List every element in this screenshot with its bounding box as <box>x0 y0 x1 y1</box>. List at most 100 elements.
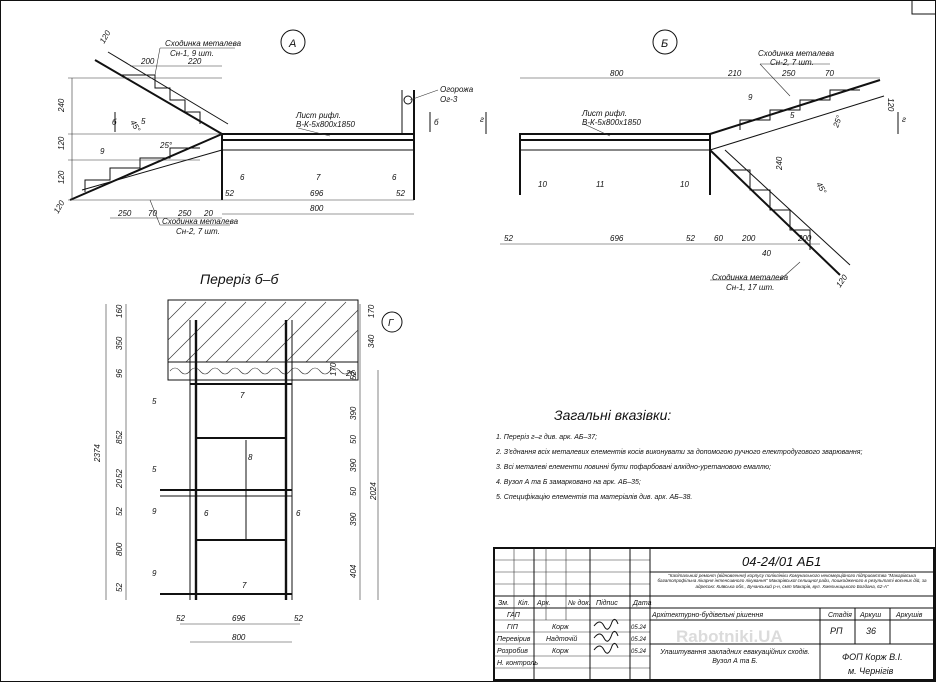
view-b-dim-10a: 10 <box>538 180 547 189</box>
view-b: Б 800 210 250 70 120 10 11 10 52 696 52 … <box>480 29 906 292</box>
view-a-dim-250a: 250 <box>117 209 132 218</box>
view-b-angle-45: 45° <box>814 181 828 197</box>
note-1: 1. Переріз г–г див. арк. АБ–37; <box>496 433 597 441</box>
section-mark-6a: 6 <box>204 509 209 518</box>
view-a-dim-120a: 120 <box>57 136 66 150</box>
tb-col-kil: Кіл. <box>518 599 530 607</box>
view-b-dim-52b: 52 <box>686 234 695 243</box>
view-b-label-sheet: Лист рифл. <box>581 109 627 118</box>
section-dim-b52b: 52 <box>294 614 303 623</box>
view-a-dim-20: 20 <box>203 209 213 218</box>
section-view: Переріз б–б Г 2374 160 <box>93 271 403 643</box>
view-a-label-stringer-top-sub: Сн-1, 9 шт. <box>170 49 214 58</box>
view-a-upper-steps <box>120 74 201 124</box>
tb-signature-1 <box>593 618 619 630</box>
notes-title: Загальні вказівки: <box>554 407 671 423</box>
tb-col-doc: № док. <box>568 599 591 607</box>
tb-col-sign: Підпис <box>596 599 618 607</box>
view-b-dim-52: 52 <box>504 234 513 243</box>
tb-name-2: Надточій <box>546 635 577 643</box>
section-mark-5b: 5 <box>152 465 157 474</box>
view-b-circle-label: Б <box>661 38 668 50</box>
view-a-dim-240: 240 <box>57 98 66 113</box>
section-dim-52b: 52 <box>115 507 124 516</box>
tb-code: 04-24/01 АБ1 <box>742 554 821 569</box>
section-slab-hatch <box>167 299 359 381</box>
section-dim-52a: 52 <box>115 469 124 478</box>
section-dim-r390c: 390 <box>349 512 358 526</box>
view-a-mark-9: 9 <box>100 147 105 156</box>
section-mark-5a: 5 <box>152 397 157 406</box>
section-dim-r50a: 50 <box>349 435 358 444</box>
tb-signature-3 <box>593 642 619 654</box>
view-a-label-stringer-bot: Сходинка металева <box>162 217 239 226</box>
view-b-mark-9: 9 <box>748 93 753 102</box>
view-b-dim-210: 210 <box>727 69 742 78</box>
view-b-dim-70: 70 <box>825 69 834 78</box>
view-b-upper-stringer <box>709 79 881 135</box>
tb-name-1: Корж <box>552 624 570 631</box>
section-dim-852: 852 <box>115 430 124 444</box>
section-mark-9a: 9 <box>152 507 157 516</box>
title-block: 04-24/01 АБ1 "Капітальний ремонт (віднов… <box>493 547 935 681</box>
tb-project-desc: "Капітальний ремонт (відновлення) корпус… <box>657 573 927 589</box>
tb-date-3: 05.24 <box>631 649 647 655</box>
view-a-section-mark-2: б <box>434 118 439 127</box>
tb-col-ark: Арк. <box>536 600 551 607</box>
view-b-label-stringer-top: Сходинка металева <box>758 49 835 58</box>
section-dim-r2024: 2024 <box>369 482 378 501</box>
tb-stage-label: Стадія <box>828 611 852 619</box>
tb-col-zm: Зм. <box>498 600 509 607</box>
view-a-rail-bolt <box>403 95 413 105</box>
view-a-label-rail-sub: Ог-3 <box>440 95 458 104</box>
tb-role-1: ГІП <box>507 624 519 631</box>
view-a-dim-step120: 120 <box>98 28 113 45</box>
section-dim-800: 800 <box>115 542 124 556</box>
view-b-section-mark: г <box>480 115 484 124</box>
section-circle-label: Г <box>388 318 395 329</box>
view-a-dim-220: 220 <box>187 57 202 66</box>
view-b-label-stringer-bot-sub: Сн-1, 17 шт. <box>726 283 774 292</box>
view-b-dim-200b: 200 <box>797 234 812 243</box>
view-a-label-rail: Огорожа <box>440 85 474 94</box>
view-a-section-mark: б <box>112 118 117 127</box>
view-a-dim-696: 696 <box>310 189 324 198</box>
section-mark-9b: 9 <box>152 569 157 578</box>
corner-box <box>911 0 936 15</box>
view-a-dim-120c: 120 <box>52 198 67 215</box>
tb-role-2: Перевірив <box>497 635 531 643</box>
section-mark-8: 8 <box>248 453 253 462</box>
tb-role-3: Розробив <box>497 647 528 655</box>
view-b-lower-steps <box>730 169 811 250</box>
tb-sheet: 36 <box>866 626 876 636</box>
section-mark-6b: 6 <box>296 509 301 518</box>
view-b-angle-25: 25° <box>831 113 844 129</box>
section-dim-r340: 340 <box>367 334 376 348</box>
tb-date-2: 05.24 <box>631 637 647 643</box>
view-a-label-stringer-bot-sub: Сн-2, 7 шт. <box>176 227 220 236</box>
section-dim-r390a: 390 <box>349 406 358 420</box>
view-b-upper-steps <box>739 89 860 130</box>
view-a: А 240 120 120 120 120 200 220 45° 25° <box>52 28 474 236</box>
section-dim-r170b: 170 <box>329 362 338 376</box>
tb-company: ФОП Корж В.І. <box>842 652 903 662</box>
view-a-lower-stringer <box>69 133 223 201</box>
view-a-lower-steps <box>84 147 200 192</box>
section-dim-96: 96 <box>115 369 124 378</box>
view-a-lower-stringer-edge <box>81 149 223 191</box>
view-a-dim-120b: 120 <box>57 170 66 184</box>
tb-section-name: Архітектурно-будівельні рішення <box>651 611 763 619</box>
section-dim-r170: 170 <box>367 304 376 318</box>
view-b-label-sheet-sub: В-К-5х800х1850 <box>582 118 642 127</box>
section-dim-20: 20 <box>115 479 124 489</box>
section-dim-r404: 404 <box>349 564 358 578</box>
view-b-section-mark-2: г <box>902 115 906 124</box>
view-a-mark-5: 5 <box>141 117 146 126</box>
view-a-label-sheet: Лист рифл. <box>295 111 341 120</box>
tb-role-0: ГАП <box>507 612 521 619</box>
section-dim-b800: 800 <box>232 633 246 642</box>
view-a-circle-label: А <box>288 38 296 50</box>
view-b-mark-5: 5 <box>790 111 795 120</box>
view-b-dim-10b: 10 <box>680 180 689 189</box>
note-5: 5. Специфікацію елементів та матеріалів … <box>496 493 692 501</box>
